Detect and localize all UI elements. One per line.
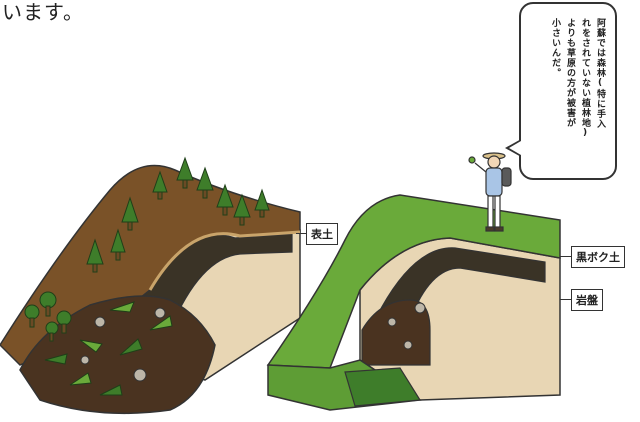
leader-kuroboku — [560, 256, 571, 257]
speech-bubble-tail-inner — [509, 141, 521, 155]
speech-bubble-text: 阿蘇では森林(特に手入 れをされていない植林地) よりも草原の方が被害が 小さい… — [547, 18, 607, 139]
grass-rock-1 — [415, 303, 425, 313]
grass-rock-3 — [404, 341, 412, 349]
speech-line: れをされていない植林地) — [577, 18, 592, 139]
speech-line: 小さいんだ。 — [547, 18, 562, 139]
speech-line: よりも草原の方が被害が — [562, 18, 577, 139]
label-topsoil: 表土 — [306, 223, 338, 245]
speech-bubble: 阿蘇では森林(特に手入 れをされていない植林地) よりも草原の方が被害が 小さい… — [519, 2, 617, 180]
grass-rock-2 — [388, 318, 396, 326]
label-kuroboku: 黒ボク土 — [571, 246, 625, 268]
speech-line: 阿蘇では森林(特に手入 — [592, 18, 607, 139]
forest-slope — [0, 158, 300, 413]
leader-topsoil — [296, 233, 306, 234]
label-bedrock: 岩盤 — [571, 289, 603, 311]
leader-bedrock — [560, 299, 571, 300]
top-text: います。 — [2, 0, 84, 25]
